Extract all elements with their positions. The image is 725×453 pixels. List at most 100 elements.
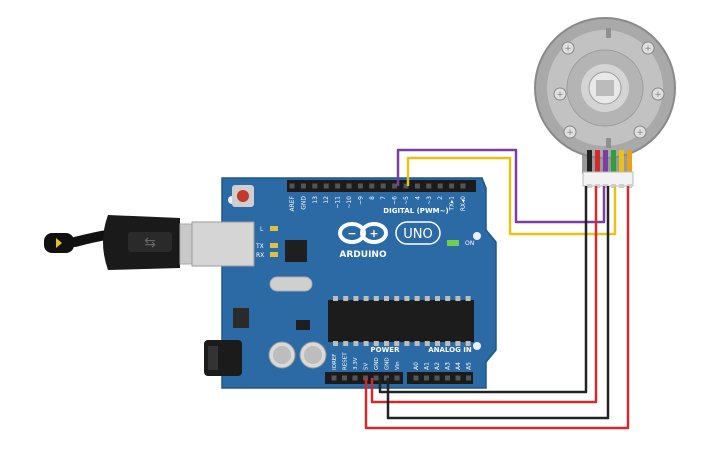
power-pin-label: IOREF <box>332 354 338 370</box>
svg-text:+: + <box>566 128 574 138</box>
digital-pin-hole[interactable] <box>449 183 455 189</box>
analog-pin-label: A2 <box>434 362 441 370</box>
digital-pin-label: 8 <box>369 196 376 200</box>
analog-pin-hole[interactable] <box>413 375 419 381</box>
microcontroller-chip <box>328 300 474 342</box>
mcu-pin <box>343 296 349 301</box>
power-pin-label: 3.3V <box>353 357 359 370</box>
motor-lead-wire <box>603 150 608 174</box>
digital-pin-label: 13 <box>312 196 319 204</box>
mcu-pin <box>373 341 379 346</box>
analog-pin-hole[interactable] <box>445 375 450 381</box>
digital-pin-hole[interactable] <box>437 183 443 189</box>
motor-lead-wire <box>627 150 632 174</box>
analog-pin-label: A3 <box>445 362 452 370</box>
connector-pin[interactable] <box>603 184 608 188</box>
encoder-motor[interactable]: + + + + + + <box>534 17 676 188</box>
digital-pin-label: ~5 <box>403 196 410 205</box>
digital-pin-hole[interactable] <box>460 183 466 189</box>
wire-purple[interactable] <box>396 148 606 224</box>
connector-pin[interactable] <box>619 184 624 188</box>
analog-pin-hole[interactable] <box>466 375 471 381</box>
wire-red-5v-1[interactable] <box>370 186 598 404</box>
digital-pin-label: RX◂0 <box>460 196 467 211</box>
wires <box>364 148 630 430</box>
led-rx-label: RX <box>256 252 264 259</box>
digital-pin-hole[interactable] <box>346 183 352 189</box>
analog-header <box>407 372 473 384</box>
svg-text:+: + <box>654 90 662 100</box>
digital-pin-hole[interactable] <box>369 183 375 189</box>
wire-yellow[interactable] <box>406 156 617 236</box>
digital-pin-hole[interactable] <box>392 183 398 189</box>
digital-pin-hole[interactable] <box>357 183 363 189</box>
mcu-pin <box>333 296 338 301</box>
digital-pin-hole[interactable] <box>289 183 295 189</box>
arduino-uno-board[interactable]: − + ARDUINO UNO DIGITAL (PWM~) ON L TX R… <box>191 177 497 389</box>
svg-text:+: + <box>564 44 572 54</box>
digital-pin-label: ~11 <box>335 196 342 209</box>
mcu-pin <box>353 296 359 301</box>
power-pin-hole[interactable] <box>331 375 337 381</box>
motor-lead-wire <box>587 150 592 174</box>
analog-pin-label: A1 <box>424 362 431 370</box>
digital-pin-hole[interactable] <box>380 183 386 189</box>
power-pin-label: Vin <box>395 361 401 370</box>
mcu-pin <box>373 296 379 301</box>
power-pin-hole[interactable] <box>384 375 389 381</box>
motor-connector <box>582 171 634 187</box>
analog-pin-hole[interactable] <box>424 375 429 381</box>
power-pin-label: RESET <box>343 352 349 370</box>
on-label: ON <box>465 240 474 247</box>
digital-pin-label: 12 <box>323 196 330 204</box>
mcu-pin <box>394 341 400 346</box>
mcu-pin <box>445 296 451 301</box>
digital-header-label: DIGITAL (PWM~) <box>383 207 448 215</box>
digital-pin-label: ~6 <box>392 196 399 205</box>
power-pin-hole[interactable] <box>342 375 347 381</box>
motor-lead-wire <box>619 150 624 174</box>
connector-pin[interactable] <box>627 184 632 188</box>
wire-black-gnd-1[interactable] <box>378 186 588 394</box>
led-l-label: L <box>260 226 264 233</box>
wire-black-gnd-2[interactable] <box>386 186 610 420</box>
power-pin-hole[interactable] <box>352 375 358 381</box>
svg-text:+: + <box>644 44 652 54</box>
power-pin-label: GND <box>385 357 391 370</box>
connector-pin[interactable] <box>611 184 616 188</box>
digital-pin-hole[interactable] <box>403 183 409 189</box>
digital-pin-label: TX▸1 <box>449 196 456 212</box>
arduino-logo: − + <box>338 221 441 245</box>
power-pin-hole[interactable] <box>373 375 379 381</box>
power-pin-hole[interactable] <box>394 375 400 381</box>
mcu-pin <box>353 341 359 346</box>
digital-pin-hole[interactable] <box>426 183 432 189</box>
analog-pin-label: A4 <box>455 362 462 370</box>
analog-pin-hole[interactable] <box>455 375 461 381</box>
connector-pin[interactable] <box>587 184 592 188</box>
model-text: UNO <box>403 227 432 242</box>
usb-jack <box>191 221 255 267</box>
digital-pin-hole[interactable] <box>414 183 420 189</box>
connector-pin[interactable] <box>595 184 600 188</box>
digital-pin-hole[interactable] <box>335 183 341 189</box>
digital-pin-label: ~10 <box>346 196 353 209</box>
digital-pin-label: 4 <box>414 196 421 200</box>
digital-pin-hole[interactable] <box>312 183 318 189</box>
digital-pin-label: ~9 <box>357 196 364 205</box>
mcu-pin <box>465 341 471 346</box>
digital-pin-label: AREF <box>289 195 296 211</box>
power-pin-label: 5V <box>364 363 370 370</box>
digital-pin-hole[interactable] <box>323 183 329 189</box>
analog-pin-hole[interactable] <box>434 375 440 381</box>
digital-pin-label: ~3 <box>426 196 433 205</box>
mcu-pin <box>414 296 420 301</box>
wire-red-5v-2[interactable] <box>364 186 630 430</box>
mcu-pin <box>424 296 430 301</box>
svg-text:+: + <box>636 128 644 138</box>
mcu-pin <box>445 341 451 346</box>
svg-text:−: − <box>347 227 356 240</box>
digital-pin-hole[interactable] <box>300 183 306 189</box>
